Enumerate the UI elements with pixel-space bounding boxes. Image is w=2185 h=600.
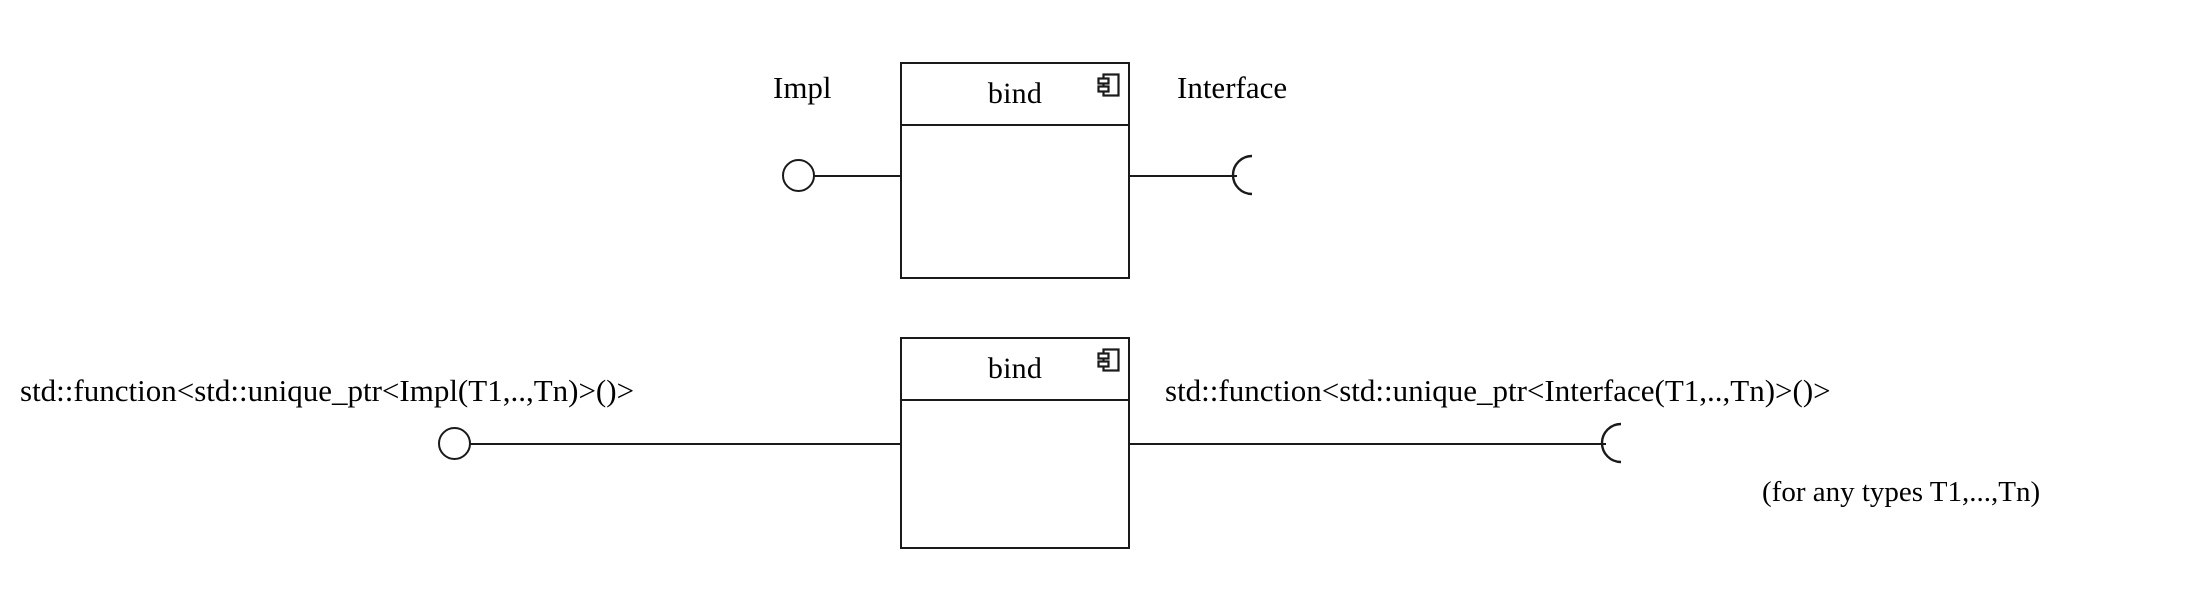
required-interface-socket-lower[interactable] (1597, 421, 1627, 465)
provided-interface-ball-lower[interactable] (438, 427, 471, 460)
provided-interface-ball-upper[interactable] (782, 159, 815, 192)
component-name-lower: bind (987, 352, 1043, 385)
component-body-upper (902, 126, 1128, 277)
uml-component-icon (1097, 347, 1121, 373)
component-body-lower (902, 401, 1128, 547)
required-interface-socket-upper[interactable] (1228, 153, 1258, 197)
component-name-upper: bind (987, 77, 1043, 110)
provided-connector-line-lower (470, 443, 902, 445)
component-bind-lower[interactable]: bind (900, 337, 1130, 549)
required-interface-label-function-interface: std::function<std::unique_ptr<Interface(… (1165, 373, 1831, 408)
component-header-lower: bind (902, 339, 1128, 401)
required-interface-label-interface: Interface (1177, 70, 1288, 105)
component-bind-upper[interactable]: bind (900, 62, 1130, 279)
provided-connector-line-upper (814, 175, 902, 177)
provided-interface-label-impl: Impl (773, 70, 832, 105)
required-connector-line-lower (1128, 443, 1606, 445)
component-header-upper: bind (902, 64, 1128, 126)
required-connector-line-upper (1128, 175, 1237, 177)
footnote-text: (for any types T1,...,Tn) (1762, 476, 2041, 508)
provided-interface-label-function-impl: std::function<std::unique_ptr<Impl(T1,..… (20, 373, 635, 408)
uml-component-icon (1097, 72, 1121, 98)
